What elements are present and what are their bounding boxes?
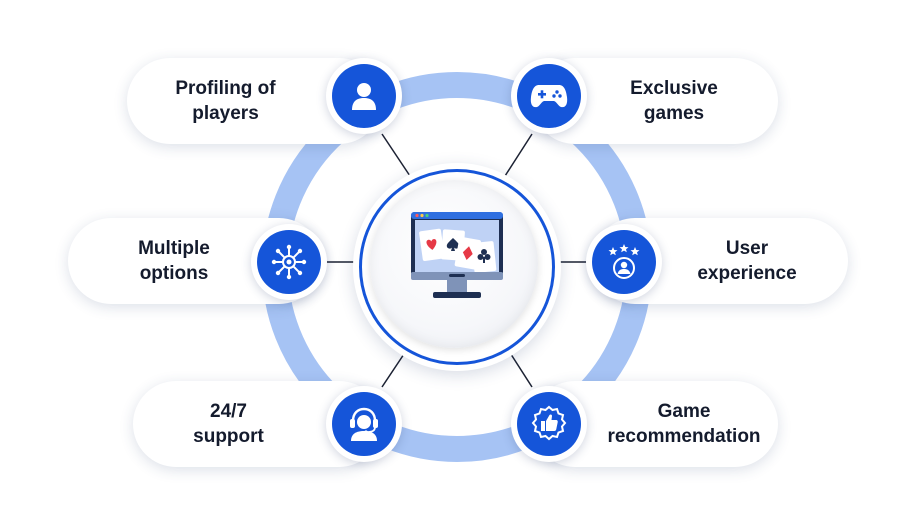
connector-line <box>381 133 411 177</box>
profiling-badge <box>326 58 402 134</box>
headset-agent-icon <box>350 407 378 441</box>
feature-label-recommendation: Game recommendation <box>607 401 761 447</box>
support-badge <box>326 386 402 462</box>
feature-label-multiple: Multiple options <box>138 238 210 284</box>
user-stars-icon <box>608 244 640 279</box>
multiple-badge <box>251 224 327 300</box>
exclusive-badge <box>511 58 587 134</box>
feature-label-experience: User experience <box>697 238 797 284</box>
experience-badge <box>586 224 662 300</box>
user-icon <box>352 83 376 110</box>
network-gear-icon <box>271 244 307 280</box>
recommendation-badge <box>511 386 587 462</box>
connector-line <box>504 133 533 177</box>
gamepad-icon <box>530 85 568 108</box>
central-hub <box>353 163 561 371</box>
feature-label-support: 24/7 support <box>193 401 264 447</box>
feature-label-profiling: Profiling of players <box>175 78 276 124</box>
feature-label-exclusive: Exclusive games <box>630 78 718 124</box>
thumbs-up-badge-icon <box>531 405 567 441</box>
monitor-playing-cards-icon <box>411 212 503 298</box>
